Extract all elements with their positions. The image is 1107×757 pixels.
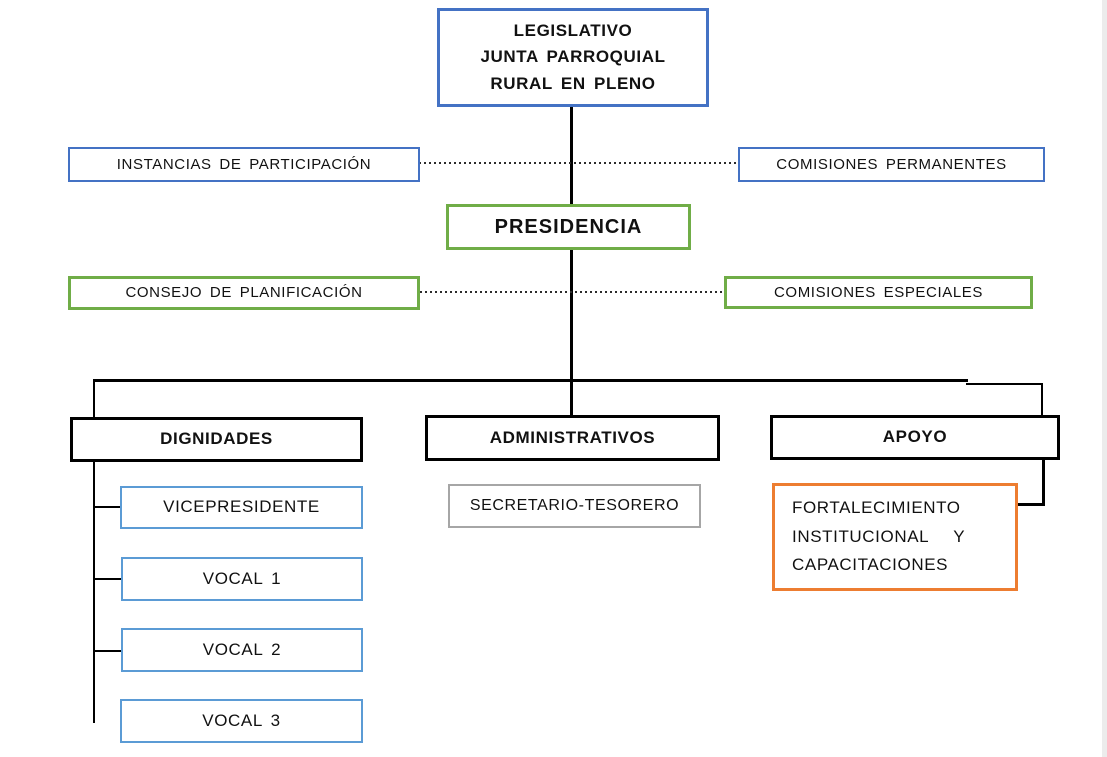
node-comisiones-permanentes: COMISIONES PERMANENTES [738, 147, 1045, 182]
connector-drop-apoyo [1041, 384, 1043, 415]
connector-apoyo-fortalecimiento-h [1017, 503, 1045, 506]
node-instancias-de-participacion: INSTANCIAS DE PARTICIPACIÓN [68, 147, 420, 182]
connector-stub-vocal2 [95, 650, 121, 652]
connector-presidencia-down [570, 249, 573, 416]
connector-dotted-consejo-especiales [420, 291, 724, 293]
node-secretario-tesorero: SECRETARIO-TESORERO [448, 484, 701, 528]
node-vocal-2: VOCAL 2 [121, 628, 363, 672]
node-dignidades: DIGNIDADES [70, 417, 363, 462]
connector-dotted-instancias-comisiones [419, 162, 738, 164]
node-vocal-3: VOCAL 3 [120, 699, 363, 743]
connector-horizontal-right-step [966, 383, 1043, 385]
node-vicepresidente: VICEPRESIDENTE [120, 486, 363, 529]
connector-stub-vocal1 [95, 578, 121, 580]
node-vocal-1: VOCAL 1 [121, 557, 363, 601]
node-administrativos: ADMINISTRATIVOS [425, 415, 720, 461]
connector-horizontal-main [93, 379, 968, 382]
node-apoyo: APOYO [770, 415, 1060, 460]
connector-legislativo-presidencia [570, 107, 573, 205]
connector-drop-dignidades [93, 380, 95, 417]
connector-apoyo-fortalecimiento-v [1042, 460, 1045, 506]
node-consejo-de-planificacion: CONSEJO DE PLANIFICACIÓN [68, 276, 420, 310]
node-presidencia: PRESIDENCIA [446, 204, 691, 250]
page-edge-shading [1102, 0, 1107, 757]
node-fortalecimiento-institucional: FORTALECIMIENTO INSTITUCIONAL Y CAPACITA… [772, 483, 1018, 591]
connector-stub-vicepresidente [95, 506, 120, 508]
node-comisiones-especiales: COMISIONES ESPECIALES [724, 276, 1033, 309]
node-legislativo-junta-parroquial: LEGISLATIVO JUNTA PARROQUIAL RURAL EN PL… [437, 8, 709, 107]
connector-rail-dignidades [93, 461, 95, 723]
